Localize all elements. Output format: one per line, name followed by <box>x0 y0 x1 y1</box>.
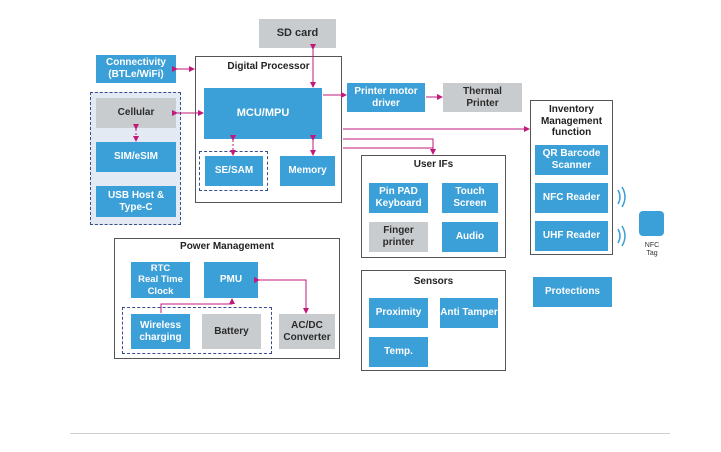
nfc-tag-label: NFC Tag <box>644 242 660 258</box>
nfc-tag-icon <box>639 211 664 236</box>
anti-tamper-block: Anti Tamper <box>440 298 498 328</box>
pin-pad-block: Pin PAD Keyboard <box>369 183 428 213</box>
dp-userifs-link <box>343 138 436 155</box>
sensors-title: Sensors <box>413 276 454 287</box>
protections-block: Protections <box>533 277 612 307</box>
inventory-title: Inventory Management function <box>540 104 603 138</box>
nfc-signal-icon <box>617 186 626 247</box>
sim-block: SIM/eSIM <box>96 142 176 172</box>
power-management-title: Power Management <box>180 241 274 252</box>
audio-block: Audio <box>442 222 498 252</box>
uhf-reader-block: UHF Reader <box>535 221 608 251</box>
thermal-printer-block: Thermal Printer <box>443 83 522 112</box>
wireless-charging-block: Wireless charging <box>131 314 190 349</box>
user-ifs-title: User IFs <box>413 159 454 170</box>
rtc-block: RTC Real Time Clock <box>131 262 190 298</box>
sd-card-block: SD card <box>259 19 336 48</box>
nfc-reader-block: NFC Reader <box>535 183 608 213</box>
finger-printer-block: Finger printer <box>369 222 428 252</box>
se-sam-block: SE/SAM <box>205 156 263 186</box>
ac-dc-block: AC/DC Converter <box>279 314 335 349</box>
connectivity-block: Connectivity (BTLe/WiFi) <box>96 55 176 83</box>
digital-processor-title: Digital Processor <box>227 61 310 72</box>
usb-block: USB Host & Type-C <box>96 186 176 217</box>
proximity-block: Proximity <box>369 298 428 328</box>
temp-block: Temp. <box>369 337 428 367</box>
cellular-block: Cellular <box>96 98 176 128</box>
mcu-block: MCU/MPU <box>204 88 322 139</box>
memory-block: Memory <box>280 156 335 186</box>
printer-motor-block: Printer motor driver <box>347 83 425 112</box>
footer-divider <box>70 433 670 434</box>
qr-scanner-block: QR Barcode Scanner <box>535 145 608 175</box>
touch-screen-block: Touch Screen <box>442 183 498 213</box>
pmu-block: PMU <box>204 262 258 298</box>
battery-block: Battery <box>202 314 261 349</box>
